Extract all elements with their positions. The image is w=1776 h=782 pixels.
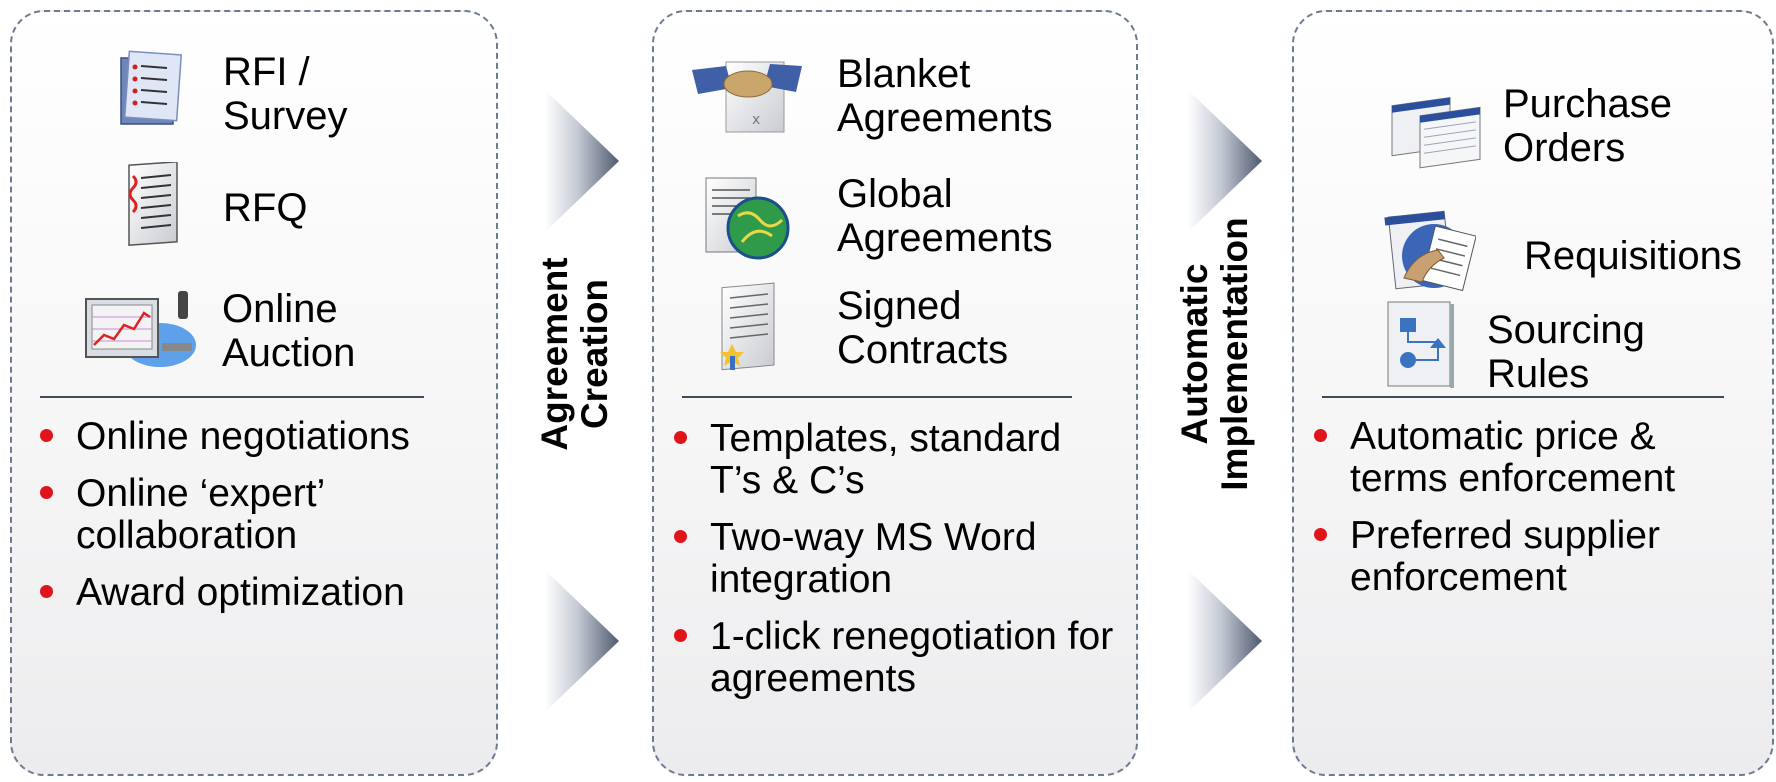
agreements-panel: x Blanket Agreements Global Agreements S… xyxy=(652,10,1138,776)
stage-label-agreement-creation: Agreement Creation xyxy=(525,154,625,554)
section-divider xyxy=(40,396,424,398)
document-list-icon xyxy=(128,162,178,246)
bullet-list: Templates, standard T’s & C’s Two-way MS… xyxy=(674,418,1114,715)
sourcing-panel: RFI / Survey RFQ Online Auction Online xyxy=(10,10,498,776)
item-label: Requisitions xyxy=(1524,234,1742,278)
handshake-icon: x xyxy=(692,61,802,133)
item-label: Signed Contracts xyxy=(837,284,1009,372)
stage-label-text: Automatic Implementation xyxy=(1174,217,1255,491)
bullet-list: Online negotiations Online ‘expert’ coll… xyxy=(40,416,480,629)
item-label: Global Agreements xyxy=(837,172,1053,260)
item-label: Online Auction xyxy=(222,287,356,375)
flow-arrow-icon xyxy=(545,90,619,232)
bullet-item: Online ‘expert’ collaboration xyxy=(40,473,480,557)
purchase-order-windows-icon xyxy=(1391,96,1481,169)
flowchart-icon xyxy=(1387,301,1454,388)
bullet-item: Online negotiations xyxy=(40,416,480,458)
bullet-item: Two-way MS Word integration xyxy=(674,517,1114,601)
bullet-item: 1-click renegotiation for agreements xyxy=(674,616,1114,700)
item-label: Blanket Agreements xyxy=(837,52,1053,140)
flow-arrow-icon xyxy=(1188,90,1262,232)
auction-computer-icon xyxy=(85,291,196,367)
stage-label-text: Agreement Creation xyxy=(534,257,615,451)
bullet-item: Preferred supplier enforcement xyxy=(1314,515,1754,599)
checklist-icon xyxy=(120,50,183,125)
item-label: Purchase Orders xyxy=(1503,82,1672,170)
bullet-list: Automatic price & terms enforcement Pref… xyxy=(1314,416,1754,614)
svg-text:x: x xyxy=(752,112,760,128)
bullet-item: Award optimization xyxy=(40,572,480,614)
flow-arrow-icon xyxy=(545,570,619,712)
bullet-item: Automatic price & terms enforcement xyxy=(1314,416,1754,500)
item-label: RFI / Survey xyxy=(223,50,348,138)
item-label: Sourcing Rules xyxy=(1487,308,1645,396)
section-divider xyxy=(682,396,1072,398)
implementation-panel: Purchase Orders Requisitions Sourcing Ru… xyxy=(1292,10,1774,776)
bullet-item: Templates, standard T’s & C’s xyxy=(674,418,1114,502)
requisition-hand-icon xyxy=(1384,210,1476,292)
item-label: RFQ xyxy=(223,186,308,230)
stage-label-automatic-implementation: Automatic Implementation xyxy=(1165,154,1265,554)
section-divider xyxy=(1322,396,1724,398)
signed-certificate-icon xyxy=(720,282,775,371)
flow-arrow-icon xyxy=(1188,570,1262,712)
globe-document-icon xyxy=(705,177,790,260)
